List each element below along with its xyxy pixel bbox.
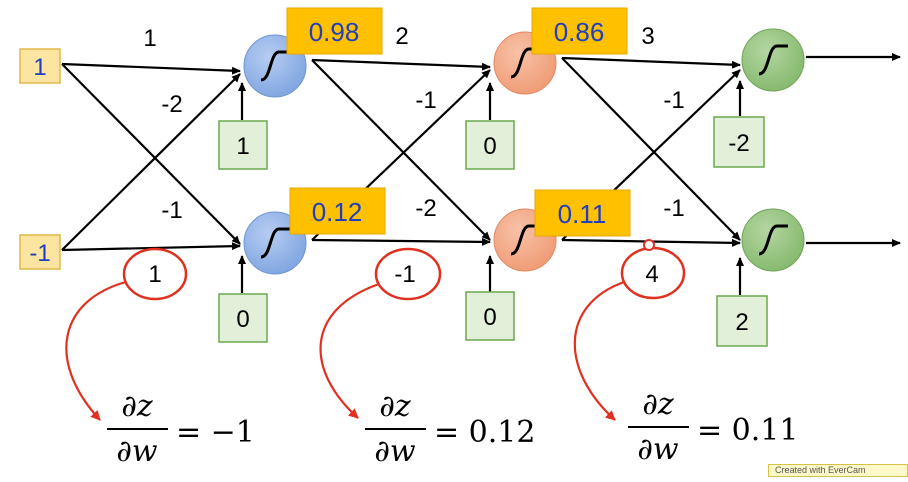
input-value: -1: [29, 240, 50, 267]
derivative-3: ∂z ∂w = 0.11: [628, 387, 798, 467]
svg-text:0: 0: [483, 133, 496, 160]
highlight-circle: [122, 247, 188, 301]
arrow-icon: [573, 280, 625, 421]
watermark: Created with EverCam: [768, 464, 908, 477]
weight-label: -2: [415, 195, 436, 222]
edge-n1a-n2a: [311, 58, 491, 71]
svg-text:∂w: ∂w: [116, 434, 158, 469]
output-arrows: [806, 53, 901, 247]
svg-text:0: 0: [236, 306, 249, 333]
weight-label: 2: [395, 23, 408, 50]
output-box-l2-bottom: 0.11: [534, 189, 631, 237]
input-value: 1: [33, 54, 46, 81]
derivative-1: ∂z ∂w = −1: [107, 389, 255, 469]
input-box-1: 1: [19, 48, 61, 84]
bias-box-l2-top: 0: [465, 120, 515, 170]
edge-n2a-n3a: [561, 56, 741, 69]
svg-text:0: 0: [483, 304, 496, 331]
activation-value: 0.86: [554, 17, 605, 47]
input-box-2: -1: [19, 234, 61, 270]
sigmoid-icon: [758, 224, 788, 256]
sigmoid-icon: [758, 44, 788, 76]
svg-text:= 0.11: = 0.11: [697, 413, 798, 448]
derivative-2: ∂z ∂w = 0.12: [365, 389, 535, 469]
edges-layer1: [61, 62, 241, 252]
weight-label: -2: [161, 91, 182, 118]
weight-label: -1: [415, 87, 436, 114]
weight-labels: 1 -2 -1 1 2 -1 -2 -1 3 -1 -1 4: [143, 23, 684, 288]
svg-text:∂z: ∂z: [121, 389, 153, 424]
svg-text:-2: -2: [728, 130, 749, 157]
weight-label: -1: [161, 197, 182, 224]
edge-in2-n1a: [61, 73, 241, 251]
edge-in1-n1a: [61, 62, 241, 75]
activation-value: 0.11: [558, 199, 607, 229]
output-box-l2-top: 0.86: [531, 7, 628, 55]
arrow-icon: [319, 282, 380, 419]
neuron-l3-top: [741, 28, 805, 92]
weight-label: 1: [143, 25, 156, 52]
svg-text:∂w: ∂w: [374, 434, 416, 469]
arrow-icon: [65, 280, 127, 421]
activation-value: 0.12: [312, 197, 363, 227]
neuron-l3-bottom: [741, 208, 805, 272]
svg-text:∂z: ∂z: [379, 389, 411, 424]
edge-n1b-n2b: [311, 237, 491, 246]
bias-box-l1-top: 1: [218, 120, 268, 170]
edge-n1a-n2b: [311, 59, 491, 241]
svg-text:= −1: = −1: [176, 415, 255, 450]
activation-value: 0.98: [309, 17, 360, 47]
bias-box-l2-bottom: 0: [465, 291, 515, 341]
weight-label: -1: [663, 87, 684, 114]
highlight-circle: [374, 247, 442, 301]
bias-box-l3-top: -2: [713, 116, 765, 168]
bias-box-l1-bottom: 0: [218, 293, 268, 343]
output-box-l1-bottom: 0.12: [289, 187, 386, 235]
svg-text:2: 2: [735, 309, 748, 336]
edge-n2a-n3b: [561, 57, 741, 241]
svg-text:= 0.12: = 0.12: [434, 415, 535, 450]
edge-in1-n1b: [61, 63, 241, 245]
svg-text:1: 1: [236, 133, 249, 160]
cursor-dot: [643, 239, 655, 251]
weight-label: 1: [148, 261, 161, 288]
red-arrows: [65, 280, 625, 421]
bias-box-l3-bottom: 2: [716, 295, 768, 347]
sigmoid-icon: [260, 227, 290, 259]
highlight-circles: [122, 246, 686, 301]
bias-arrows: [238, 80, 744, 295]
weight-label: 3: [641, 23, 654, 50]
weight-label: 4: [645, 261, 658, 288]
weight-label: -1: [663, 195, 684, 222]
output-box-l1-top: 0.98: [286, 7, 383, 55]
svg-text:∂z: ∂z: [642, 387, 674, 422]
weight-label: -1: [394, 261, 415, 288]
svg-text:∂w: ∂w: [637, 432, 679, 467]
